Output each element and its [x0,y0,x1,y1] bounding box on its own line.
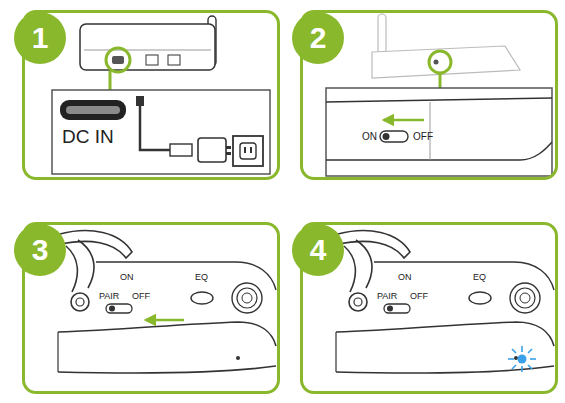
step-number: 1 [32,23,49,53]
step-panel: 3 [22,222,280,394]
step-number: 3 [32,235,49,265]
step-badge: 1 [14,12,66,64]
step-panel: 1 [22,10,280,180]
step-panel: 4 [300,222,558,394]
step-badge: 4 [292,224,344,276]
step-number: 4 [310,235,327,265]
control-label: OFF [413,132,433,142]
control-label: PAIR [99,292,119,301]
control-label: EQ [473,273,486,282]
step-badge: 2 [292,12,344,64]
step-badge: 3 [14,224,66,276]
control-label: OFF [410,292,428,301]
control-label: ON [120,273,134,282]
control-label: ON [398,273,412,282]
control-label: ON [362,132,377,142]
port-label: DC IN [62,127,114,146]
control-label: PAIR [377,292,397,301]
step-number: 2 [310,23,327,53]
control-label: OFF [132,292,150,301]
control-label: EQ [195,273,208,282]
step-panel: 2 [300,10,558,180]
